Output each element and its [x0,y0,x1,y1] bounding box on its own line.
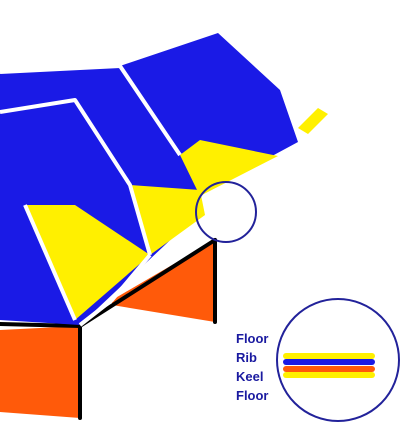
legend-label-keel: Keel [236,369,264,384]
detail-marker-circle [195,181,257,243]
black-outlines [0,238,217,420]
white-rib-edges [0,64,182,327]
legend-stripes [283,353,375,378]
legend-label-rib: Rib [236,350,257,365]
lower-deck [25,205,150,320]
legend-label-floor-bottom: Floor [236,388,269,403]
middle-deck [130,185,205,255]
legend-label-floor-top: Floor [236,331,269,346]
bow-tip [298,108,328,134]
front-side-panel [0,326,80,418]
top-deck-strip [180,140,278,196]
middle-side-panel [112,240,215,322]
